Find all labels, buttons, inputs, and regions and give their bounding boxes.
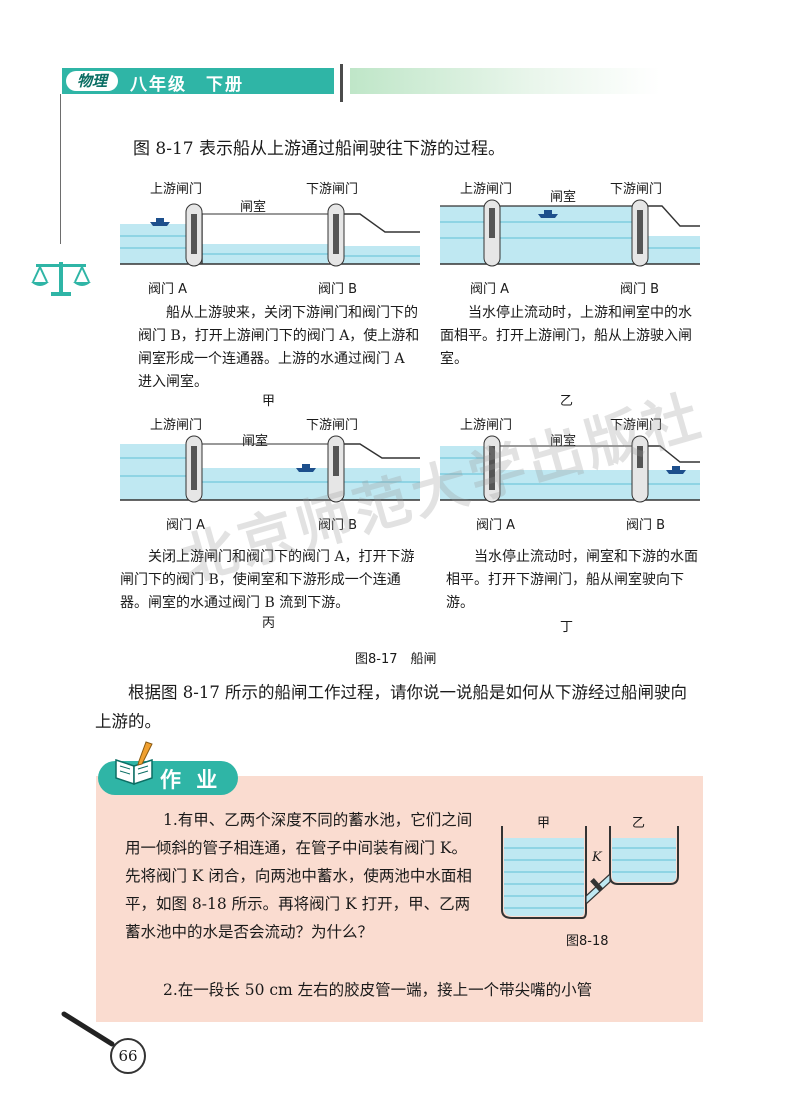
yi-description: 当水停止流动时，上游和闸室中的水面相平。打开上游闸门，船从上游驶入闸室。 [440, 305, 692, 367]
question-text: 根据图 8-17 所示的船闸工作过程，请你说一说船是如何从下游经过船闸驶向上游的… [95, 683, 688, 731]
yi-valve-a-label: 阀门 A [470, 282, 510, 297]
jia-chamber-label: 闸室 [240, 200, 267, 215]
header-gradient-bar [350, 68, 660, 94]
figure-8-17-caption: 图8-17 船闸 [355, 652, 437, 667]
bing-panel-label: 丙 [262, 616, 276, 631]
homework-title: 作 业 [160, 768, 222, 792]
ding-valve-b-label: 阀门 B [626, 518, 666, 533]
ding-description: 当水停止流动时，闸室和下游的水面相平。打开下游闸门，船从闸室驶向下游。 [446, 549, 698, 611]
yi-valve-b-label: 阀门 B [620, 282, 660, 297]
jia-valve-b-label: 阀门 B [318, 282, 358, 297]
ding-downstream-gate-label: 下游闸门 [610, 418, 663, 433]
yi-panel-label: 乙 [560, 394, 574, 409]
bing-lock-diagram [120, 435, 420, 503]
jia-valve-a-label: 阀门 A [148, 282, 188, 297]
margin-line [60, 94, 61, 244]
homework-question-1: 1.有甲、乙两个深度不同的蓄水池，它们之间用一倾斜的管子相连通，在管子中间装有阀… [125, 811, 473, 941]
subject-tag: 物理 [66, 71, 118, 91]
homework-box [96, 776, 703, 1022]
bing-valve-b-label: 阀门 B [318, 518, 358, 533]
intro-text: 图 8-17 表示船从上游通过船闸驶往下游的过程。 [133, 139, 505, 159]
ding-panel-label: 丁 [560, 620, 574, 635]
tank-yi-label: 乙 [632, 816, 646, 831]
grade-title: 八年级 下册 [130, 75, 244, 95]
ding-valve-a-label: 阀门 A [476, 518, 516, 533]
jia-lock-diagram [120, 203, 420, 267]
yi-downstream-gate-label: 下游闸门 [610, 182, 663, 197]
bing-valve-a-label: 阀门 A [166, 518, 206, 533]
page-number: 66 [110, 1038, 146, 1074]
homework-question-2: 2.在一段长 50 cm 左右的胶皮管一端，接上一个带尖嘴的小管 [163, 981, 593, 999]
magnifier-handle-icon [61, 1011, 115, 1047]
header-divider [340, 64, 343, 102]
ding-upstream-gate-label: 上游闸门 [460, 418, 513, 433]
yi-chamber-label: 闸室 [550, 190, 577, 205]
bing-chamber-label: 闸室 [242, 434, 269, 449]
bing-upstream-gate-label: 上游闸门 [150, 418, 203, 433]
bing-description: 关闭上游闸门和阀门下的阀门 A，打开下游闸门下的阀门 B，使闸室和下游形成一个连… [120, 549, 415, 611]
ding-lock-diagram [440, 435, 700, 503]
book-pencil-icon [115, 741, 153, 786]
jia-panel-label: 甲 [262, 394, 276, 409]
valve-k-label: K [592, 850, 602, 865]
yi-lock-diagram [440, 199, 700, 267]
yi-upstream-gate-label: 上游闸门 [460, 182, 513, 197]
jia-description: 船从上游驶来，关闭下游闸门和阀门下的阀门 B，打开上游闸门下的阀门 A，使上游和… [138, 305, 420, 390]
jia-downstream-gate-label: 下游闸门 [306, 182, 359, 197]
tank-jia-label: 甲 [537, 816, 551, 831]
jia-upstream-gate-label: 上游闸门 [150, 182, 203, 197]
bing-downstream-gate-label: 下游闸门 [306, 418, 359, 433]
ding-chamber-label: 闸室 [550, 434, 577, 449]
balance-scale-icon [31, 262, 91, 296]
reservoir-diagram [501, 826, 679, 919]
figure-8-18-caption: 图8-18 [566, 934, 609, 949]
